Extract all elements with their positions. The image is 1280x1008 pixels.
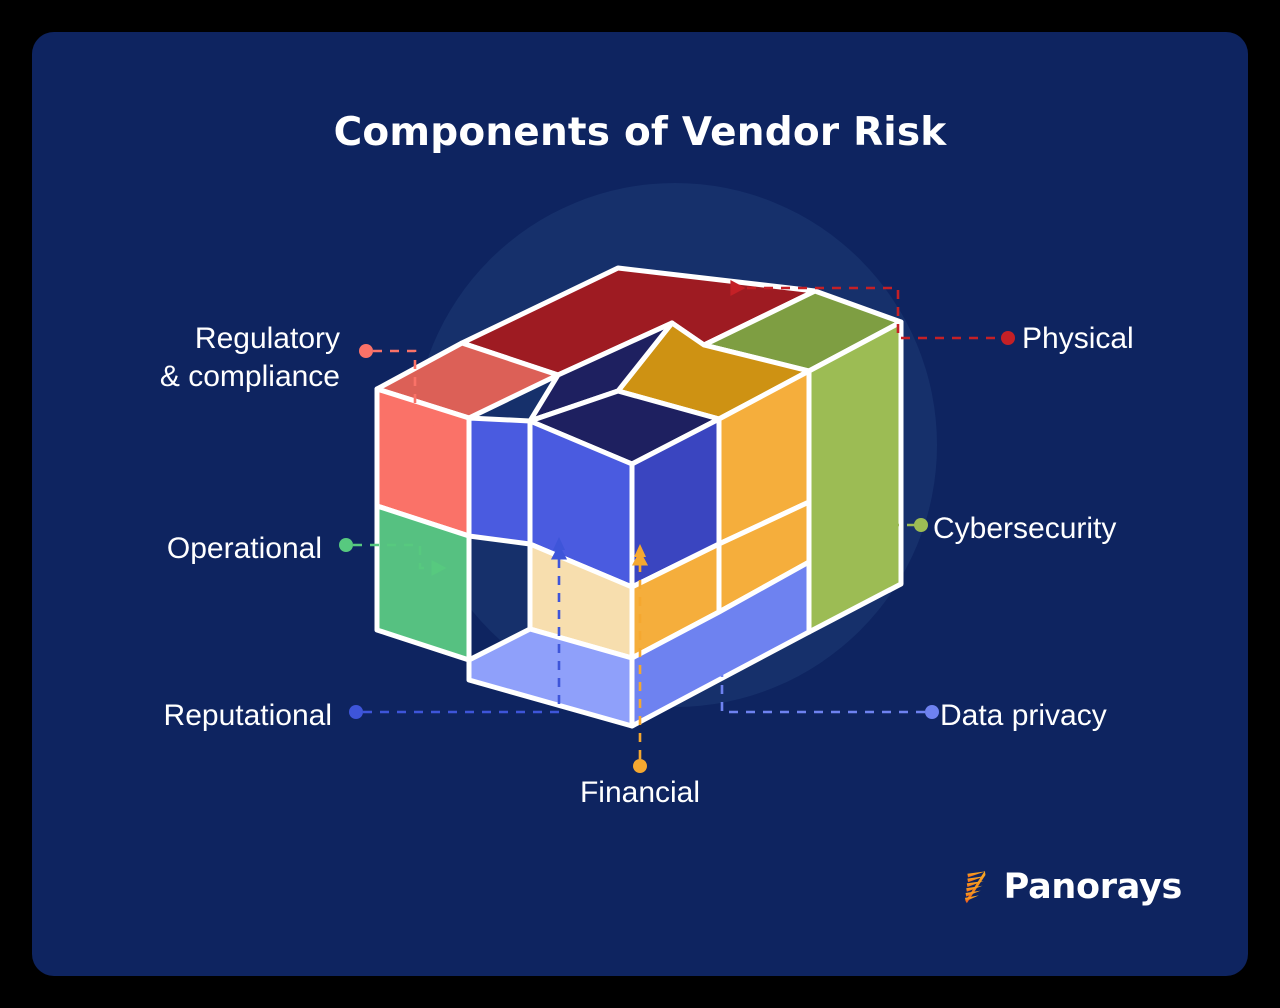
connector-operational xyxy=(353,543,447,577)
dot-regulatory xyxy=(359,344,373,358)
infographic-card: Components of Vendor Risk xyxy=(32,32,1248,976)
cube-face-operational-front xyxy=(374,503,472,663)
label-regulatory-compliance: Regulatory & compliance xyxy=(159,322,340,394)
dot-physical xyxy=(1001,331,1015,345)
cube-face-inner-left-upper xyxy=(466,415,533,547)
dot-financial xyxy=(633,759,647,773)
label-physical: Physical xyxy=(1022,322,1134,355)
dot-reputational xyxy=(349,705,363,719)
panorays-logo: Panorays xyxy=(962,854,1182,920)
diagram-svg xyxy=(339,265,1015,773)
label-data-privacy: Data privacy xyxy=(940,699,1107,732)
dot-cybersecurity xyxy=(914,518,928,532)
connector-data-privacy xyxy=(713,622,925,714)
panorays-rays-icon xyxy=(965,870,986,904)
connector-arrowheads xyxy=(553,537,728,628)
label-reputational: Reputational xyxy=(163,699,332,732)
page-title: Components of Vendor Risk xyxy=(333,110,947,155)
connector-regulatory xyxy=(373,349,446,428)
connector-dots xyxy=(339,331,1015,773)
risk-cube xyxy=(374,265,904,729)
panorays-wordmark: Panorays xyxy=(1003,867,1183,907)
dot-operational xyxy=(339,538,353,552)
connector-reputational xyxy=(363,544,568,714)
label-cybersecurity: Cybersecurity xyxy=(933,512,1117,545)
label-operational: Operational xyxy=(166,532,322,565)
label-financial: Financial xyxy=(579,776,701,809)
dot-data-privacy xyxy=(925,705,939,719)
connector-physical xyxy=(730,279,995,340)
